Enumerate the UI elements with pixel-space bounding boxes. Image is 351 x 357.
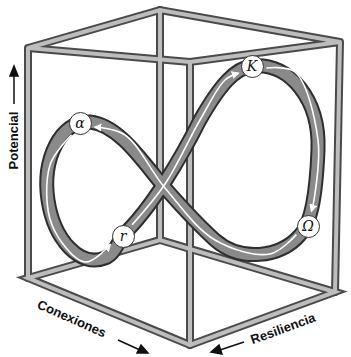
cycle-arrow (47, 135, 111, 262)
cycle-arrow (132, 73, 238, 225)
phase-circle: α (69, 112, 92, 135)
phase-letter: Ω (302, 219, 314, 233)
phase-letter: r (120, 229, 127, 243)
axis-label: Potencial (8, 111, 21, 169)
phase-circle: K (241, 55, 264, 78)
phase-letter: α (75, 116, 84, 130)
phase-circle: r (112, 225, 135, 248)
cycle-arrow (266, 68, 318, 211)
phase-circle: Ω (297, 215, 320, 238)
cycle-arrow (95, 127, 296, 255)
phase-letter: K (247, 59, 257, 73)
